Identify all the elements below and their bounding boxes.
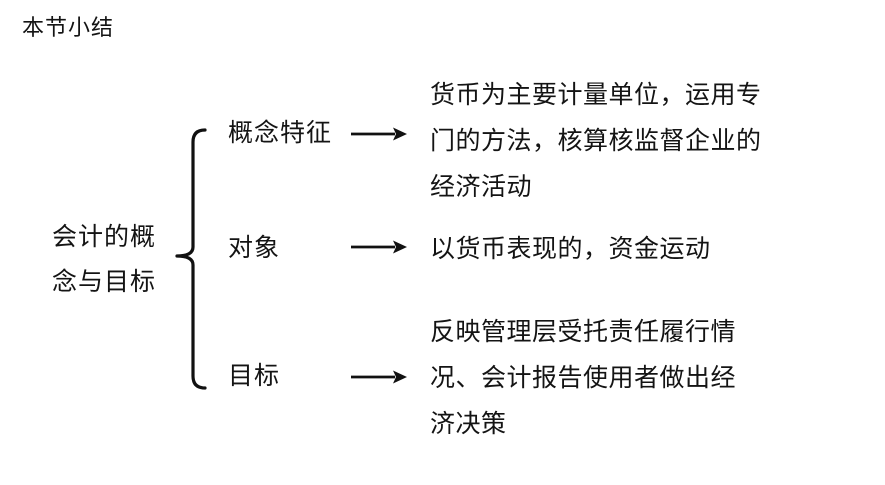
root-label-line-1: 会计的概 — [52, 222, 157, 251]
right-arrow-icon — [351, 370, 407, 384]
description-line: 反映管理层受托责任履行情 — [430, 317, 737, 346]
description-line: 况、会计报告使用者做出经 — [430, 363, 737, 392]
right-arrow-icon — [351, 240, 407, 254]
description-line: 货币为主要计量单位，运用专 — [430, 80, 762, 109]
branch-description-goal: 反映管理层受托责任履行情 况、会计报告使用者做出经 济决策 — [430, 309, 736, 447]
root-label-line-2: 念与目标 — [52, 267, 157, 296]
right-arrow-icon — [351, 127, 407, 141]
page-title: 本节小结 — [22, 16, 115, 41]
branch-label-object: 对象 — [228, 233, 281, 262]
branch-description-concept-features: 货币为主要计量单位，运用专 门的方法，核算核监督企业的 经济活动 — [430, 72, 762, 210]
branch-label-concept-features: 概念特征 — [228, 118, 333, 147]
description-line: 以货币表现的，资金运动 — [430, 234, 711, 263]
description-line: 门的方法，核算核监督企业的 — [430, 126, 762, 155]
description-line: 经济活动 — [430, 172, 533, 201]
branch-description-object: 以货币表现的，资金运动 — [430, 226, 711, 272]
root-node-label: 会计的概 念与目标 — [52, 214, 156, 304]
description-line: 济决策 — [430, 409, 507, 438]
branch-label-goal: 目标 — [228, 361, 281, 390]
curly-brace-icon — [175, 128, 207, 390]
